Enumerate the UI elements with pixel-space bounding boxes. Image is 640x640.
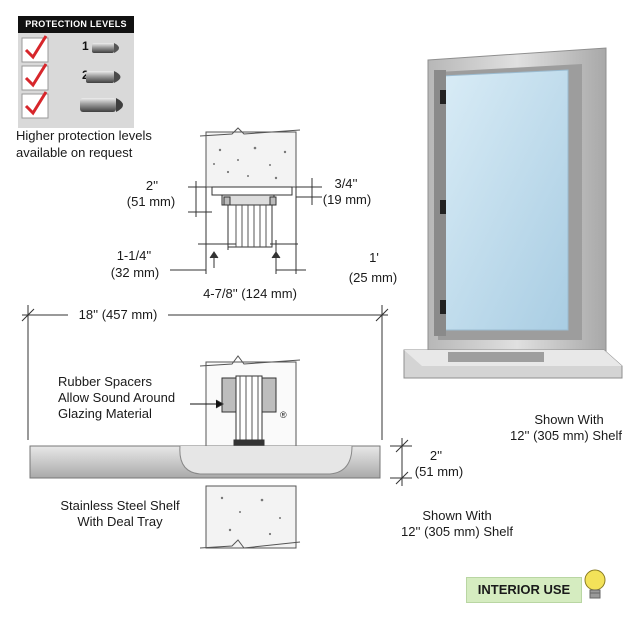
dim-478-label: 4-7/8'' (124 mm)	[203, 286, 297, 301]
dim-114-mm-label: (32 mm)	[110, 265, 160, 280]
registered-mark: ®	[280, 410, 287, 420]
dim-34-label: 3/4''	[334, 176, 358, 191]
height-2-label: 2''	[429, 448, 443, 463]
top-section-detail	[170, 127, 322, 274]
protection-levels-title: PROTECTION LEVELS	[18, 16, 134, 33]
spacers-line-1: Rubber Spacers	[58, 374, 152, 389]
height-2-mm-label: (51 mm)	[414, 464, 464, 479]
spacers-line-3: Glazing Material	[58, 406, 152, 421]
protection-note-line-2: available on request	[16, 145, 133, 160]
dim-2-label: 2''	[145, 178, 159, 193]
shown-with-right-line-1: Shown With	[534, 412, 604, 427]
shelf-line-2: With Deal Tray	[77, 514, 163, 529]
dim-1-label: 1'	[369, 250, 379, 265]
shown-with-left-line-1: Shown With	[422, 508, 492, 523]
bullet-1-icon	[92, 43, 119, 53]
dim-2-mm-label: (51 mm)	[126, 194, 176, 209]
shown-with-right-line-2: 12'' (305 mm) Shelf	[510, 428, 622, 443]
interior-use-badge: INTERIOR USE	[466, 577, 582, 603]
spacers-line-2: Allow Sound Around	[58, 390, 176, 405]
dim-1-mm-label: (25 mm)	[348, 270, 398, 285]
lightbulb-icon	[584, 569, 606, 599]
protection-note-line-1: Higher protection levels	[16, 128, 152, 143]
level-1-label: 1	[82, 39, 89, 53]
bullet-3-icon	[80, 98, 123, 112]
level-2-check-icon	[21, 63, 49, 91]
window-frame-photo	[403, 47, 623, 379]
width-18-label: 18'' (457 mm)	[68, 307, 168, 323]
shown-with-left-line-2: 12'' (305 mm) Shelf	[401, 524, 513, 539]
dim-114-label: 1-1/4''	[116, 248, 152, 263]
level-3-check-icon	[21, 91, 49, 119]
dim-34-mm-label: (19 mm)	[322, 192, 372, 207]
bullet-2-icon	[86, 71, 121, 83]
level-2-label: 2	[82, 68, 89, 82]
shelf-line-1: Stainless Steel Shelf	[60, 498, 180, 513]
shelf-section-detail	[21, 305, 412, 549]
level-1-check-icon	[21, 35, 49, 63]
